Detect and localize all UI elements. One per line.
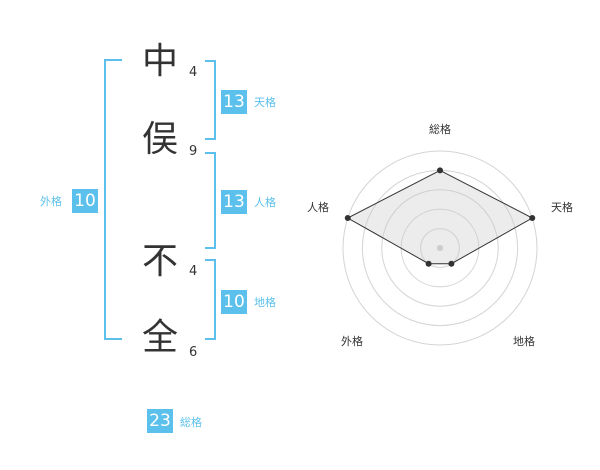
radar-series-polygon: [346, 169, 534, 265]
name-char-2: 俣: [141, 119, 178, 160]
soukaku-value: 23: [147, 409, 173, 433]
radar-label-soukaku: 総格: [429, 123, 451, 136]
radar-label-tenkaku: 天格: [551, 201, 573, 214]
stroke-count-4: 6: [189, 345, 198, 360]
tenkaku-label: 天格: [254, 96, 276, 109]
radar-label-jinkaku: 人格: [307, 201, 329, 214]
gaikaku-label: 外格: [40, 195, 62, 208]
stroke-count-1: 4: [189, 65, 198, 80]
stroke-count-3: 4: [189, 264, 198, 279]
chikaku-value: 10: [221, 290, 247, 314]
radar-center-dot: [437, 245, 443, 251]
name-char-4: 全: [141, 317, 178, 358]
tenkaku-value: 13: [221, 90, 247, 114]
radar-point-1: [437, 167, 443, 174]
soukaku-label: 総格: [180, 416, 202, 429]
name-char-3: 不: [141, 241, 178, 282]
chikaku-label: 地格: [254, 296, 276, 309]
radar-point-2: [529, 215, 536, 222]
radar-point-5: [344, 215, 351, 222]
radar-label-gaikaku: 外格: [341, 335, 363, 348]
stroke-count-2: 9: [189, 144, 198, 159]
gaikaku-value: 10: [72, 189, 98, 213]
radar-point-3: [448, 260, 455, 267]
jinkaku-label: 人格: [254, 196, 276, 209]
jinkaku-value: 13: [221, 190, 247, 214]
radar-label-chikaku: 地格: [513, 335, 535, 348]
radar-point-4: [425, 260, 432, 267]
name-char-1: 中: [141, 41, 178, 82]
